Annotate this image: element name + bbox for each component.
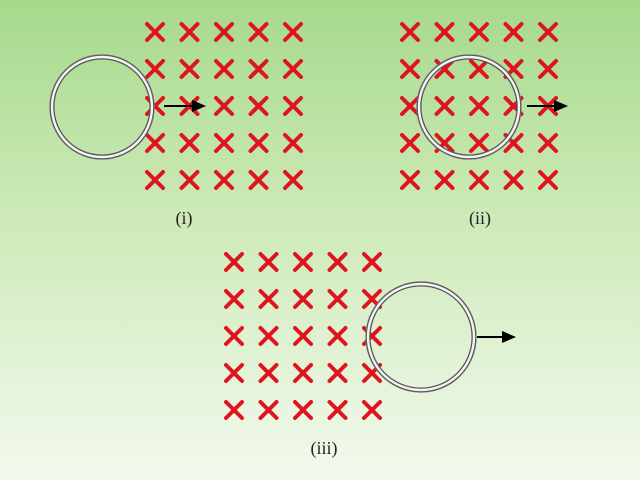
cross-icon — [214, 59, 234, 79]
cross-icon — [283, 133, 303, 153]
panel-caption-ii: (ii) — [469, 208, 491, 229]
cross-icon — [248, 22, 269, 42]
cross-icon — [434, 22, 455, 42]
cross-icon — [469, 59, 489, 79]
magnetic-field-grid-iii — [224, 252, 382, 420]
cross-icon — [248, 59, 269, 79]
conducting-loop — [49, 54, 155, 160]
cross-icon — [293, 252, 313, 272]
velocity-arrow-icon — [164, 100, 206, 112]
cross-icon — [179, 59, 200, 79]
cross-icon — [327, 363, 348, 383]
cross-icon — [293, 363, 313, 383]
conducting-loop-ii — [416, 54, 522, 160]
velocity-arrow-ii — [527, 100, 568, 112]
velocity-arrow-icon — [527, 100, 568, 112]
conducting-loop-i — [49, 54, 155, 160]
panel-ii: (ii) — [400, 22, 568, 229]
conducting-loop-iii — [365, 281, 477, 393]
cross-icon — [248, 170, 269, 190]
cross-icon — [145, 133, 165, 153]
cross-icon — [179, 170, 200, 190]
cross-icon — [145, 22, 165, 42]
velocity-arrow-i — [164, 100, 206, 112]
cross-icon — [434, 96, 455, 116]
cross-icon — [214, 170, 234, 190]
cross-icon — [400, 22, 420, 42]
cross-icon — [248, 133, 269, 153]
cross-icon — [503, 22, 524, 42]
cross-icon — [258, 289, 279, 309]
cross-icon — [224, 326, 244, 346]
panel-caption-iii: (iii) — [311, 438, 338, 459]
cross-icon — [327, 400, 348, 420]
cross-icon — [283, 22, 303, 42]
cross-icon — [538, 170, 558, 190]
cross-icon — [469, 96, 489, 116]
cross-icon — [258, 326, 279, 346]
cross-icon — [145, 170, 165, 190]
cross-icon — [283, 59, 303, 79]
cross-icon — [283, 96, 303, 116]
conducting-loop — [365, 281, 477, 393]
cross-icon — [538, 59, 558, 79]
conducting-loop — [416, 54, 522, 160]
cross-icon — [145, 59, 165, 79]
cross-icon — [400, 96, 420, 116]
cross-icon — [434, 170, 455, 190]
velocity-arrow-icon — [477, 331, 516, 343]
cross-icon — [224, 363, 244, 383]
cross-icon — [327, 289, 348, 309]
cross-icon — [224, 289, 244, 309]
cross-icon — [400, 133, 420, 153]
cross-icon — [283, 170, 303, 190]
cross-icon — [293, 326, 313, 346]
magnetic-field-grid-i — [145, 22, 303, 190]
cross-icon — [179, 22, 200, 42]
cross-icon — [469, 133, 489, 153]
cross-icon — [362, 252, 382, 272]
cross-icon — [214, 133, 234, 153]
panel-caption-i: (i) — [176, 208, 193, 229]
cross-icon — [179, 133, 200, 153]
cross-icon — [258, 252, 279, 272]
cross-icon — [258, 363, 279, 383]
cross-icon — [538, 22, 558, 42]
cross-icon — [224, 252, 244, 272]
velocity-arrow-iii — [477, 331, 516, 343]
cross-icon — [214, 22, 234, 42]
cross-icon — [224, 400, 244, 420]
cross-icon — [503, 170, 524, 190]
cross-icon — [214, 96, 234, 116]
cross-icon — [327, 326, 348, 346]
cross-icon — [293, 289, 313, 309]
cross-icon — [469, 170, 489, 190]
cross-icon — [400, 59, 420, 79]
cross-icon — [538, 133, 558, 153]
cross-icon — [248, 96, 269, 116]
cross-icon — [258, 400, 279, 420]
panel-iii: (iii) — [224, 252, 516, 459]
cross-icon — [400, 170, 420, 190]
cross-icon — [362, 400, 382, 420]
cross-icon — [327, 252, 348, 272]
cross-icon — [469, 22, 489, 42]
cross-icon — [293, 400, 313, 420]
panel-i: (i) — [49, 22, 303, 229]
